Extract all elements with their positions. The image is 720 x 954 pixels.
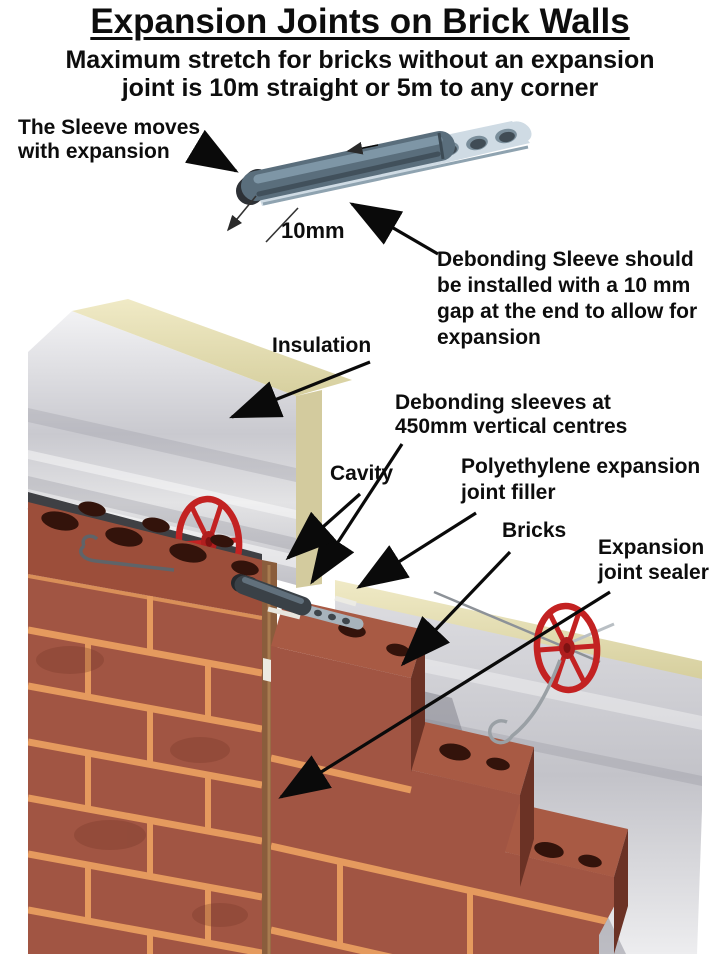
label-bricks: Bricks	[502, 519, 567, 542]
debonding-sleeve-on-wall	[231, 574, 364, 630]
subtitle-line-1: Maximum stretch for bricks without an ex…	[65, 46, 655, 74]
wall-top-surface	[28, 502, 262, 616]
step-end-face	[614, 829, 628, 954]
insulation-side-edge	[296, 390, 322, 588]
brick-wall-left	[28, 501, 262, 954]
insulation-retainer-wheel-2	[533, 602, 601, 694]
label-joint-filler: Polyethylene expansion joint filler	[461, 455, 701, 504]
step-top	[411, 722, 534, 795]
arrow-sleeve-motion	[346, 141, 379, 155]
label-cavity: Cavity	[330, 462, 394, 485]
corner-brick-top	[271, 598, 425, 678]
arrow-cavity	[285, 492, 362, 561]
tie-sleeve-illustration	[226, 121, 532, 243]
brick-wall-right	[271, 598, 628, 954]
label-debonding-note: Debonding Sleeve should be installed wit…	[437, 248, 698, 349]
page-subtitle: Maximum stretch for bricks without an ex…	[0, 46, 720, 102]
arrow-debonding-note	[349, 202, 439, 256]
dimension-lines	[226, 195, 299, 243]
arrow-joint-sealer	[278, 590, 611, 799]
wall-tie-hook-2	[488, 659, 562, 745]
label-insulation: Insulation	[272, 334, 372, 357]
debonding-sleeve	[236, 131, 455, 205]
label-debonding-sleeves: Debonding sleeves at 450mm vertical cent…	[395, 391, 628, 438]
subtitle-line-2: joint is 10m straight or 5m to any corne…	[121, 74, 599, 102]
label-joint-sealer: Expansion joint sealer	[598, 536, 709, 584]
label-sleeve-moves: The Sleeve moves with expansion	[18, 116, 201, 163]
label-10mm: 10mm	[281, 218, 345, 243]
arrow-sleeve-moves	[184, 129, 239, 173]
arrow-bricks	[400, 550, 512, 667]
wall-tie-hook	[79, 534, 175, 572]
insulation-top-edge-right	[335, 580, 702, 680]
arrow-joint-filler	[356, 511, 477, 589]
arrow-insulation	[229, 360, 371, 419]
step-end-face	[520, 747, 534, 887]
page-title: Expansion Joints on Brick Walls	[90, 2, 630, 41]
insulation-top-edge	[72, 299, 352, 396]
annotation-arrows	[184, 129, 611, 799]
brick-perforations	[41, 501, 259, 576]
